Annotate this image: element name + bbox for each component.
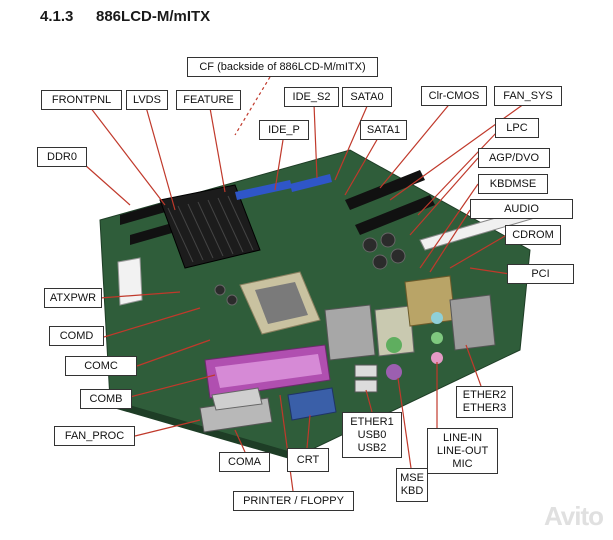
label-mse-kbd: MSE KBD — [396, 468, 428, 502]
label-line-in: LINE-IN — [442, 431, 483, 444]
label-comc: COMC — [65, 356, 137, 376]
label-usb0: USB0 — [357, 428, 387, 441]
page-title: 886LCD-M/mITX — [96, 8, 211, 25]
label-mse: MSE — [400, 472, 424, 484]
label-cdrom: CDROM — [505, 225, 561, 245]
label-clr-cmos: Clr-CMOS — [421, 86, 487, 106]
label-ide-s2: IDE_S2 — [284, 87, 339, 107]
label-audio: AUDIO — [470, 199, 573, 219]
label-audio-jacks: LINE-IN LINE-OUT MIC — [427, 428, 498, 474]
label-frontpnl: FRONTPNL — [41, 90, 122, 110]
watermark-logo: Avito — [543, 501, 604, 531]
label-lvds: LVDS — [126, 90, 168, 110]
label-sata0: SATA0 — [342, 87, 392, 107]
label-coma: COMA — [219, 452, 270, 472]
label-kbd: KBD — [400, 485, 424, 497]
label-comb: COMB — [80, 389, 132, 409]
label-comd: COMD — [49, 326, 104, 346]
label-crt: CRT — [287, 448, 329, 472]
label-usb2: USB2 — [357, 441, 387, 454]
label-sata1: SATA1 — [360, 120, 407, 140]
label-atxpwr: ATXPWR — [44, 288, 102, 308]
section-number: 4.1.3 — [40, 8, 74, 25]
label-agp-dvo: AGP/DVO — [478, 148, 550, 168]
label-ether2-ether3: ETHER2 ETHER3 — [456, 386, 513, 418]
label-pci: PCI — [507, 264, 574, 284]
label-kbdmse: KBDMSE — [478, 174, 548, 194]
label-feature: FEATURE — [176, 90, 241, 110]
label-line-out: LINE-OUT — [436, 444, 489, 457]
label-fan-proc: FAN_PROC — [54, 426, 135, 446]
label-ddr0: DDR0 — [37, 147, 87, 167]
label-ether1-usb: ETHER1 USB0 USB2 — [342, 412, 402, 458]
label-ether2: ETHER2 — [462, 389, 507, 401]
label-ide-p: IDE_P — [259, 120, 309, 140]
label-printer-floppy: PRINTER / FLOPPY — [233, 491, 354, 511]
label-ether1: ETHER1 — [350, 415, 394, 428]
label-fan-sys: FAN_SYS — [494, 86, 562, 106]
label-cf: CF (backside of 886LCD-M/mITX) — [187, 57, 378, 77]
label-mic: MIC — [452, 457, 473, 470]
label-ether3: ETHER3 — [462, 402, 507, 414]
label-lpc: LPC — [495, 118, 539, 138]
